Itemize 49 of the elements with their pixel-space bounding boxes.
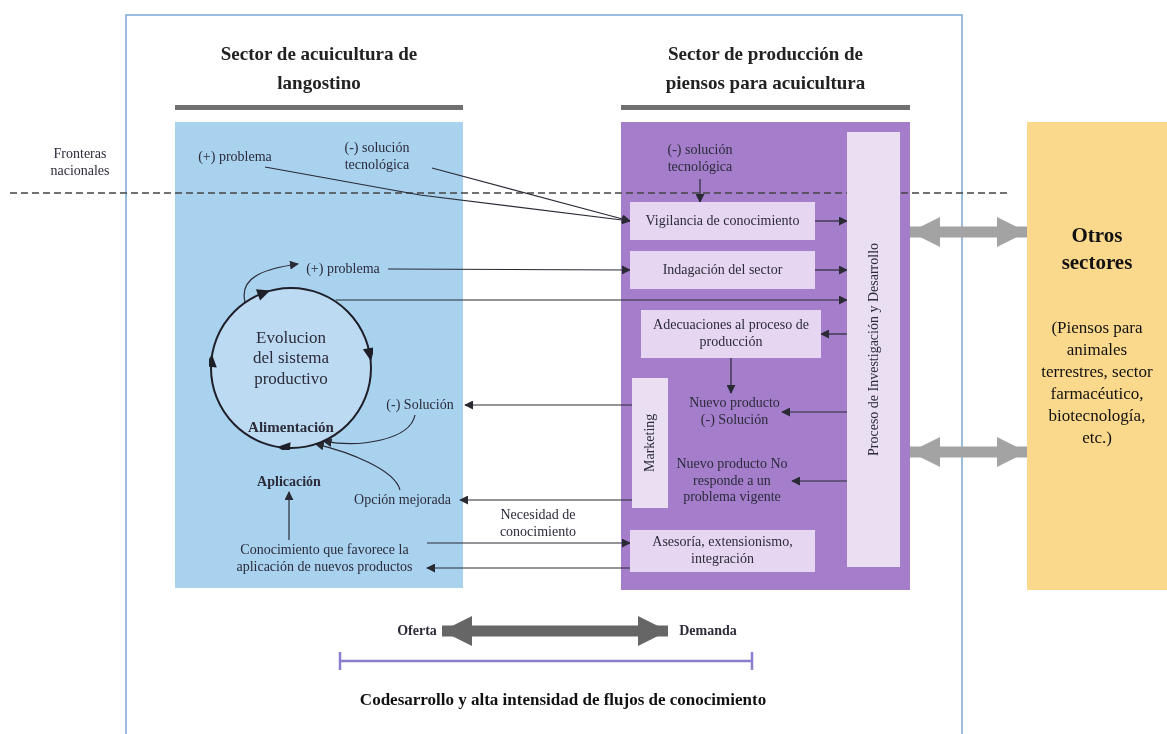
arrow <box>814 265 848 275</box>
footer-caption: Codesarrollo y alta intensidad de flujos de conocimiento <box>358 690 768 711</box>
sector-box <box>1027 122 1167 590</box>
double-arrow <box>910 217 1027 247</box>
flow-text: Nuevo producto No responde a un problema vigente <box>672 452 792 510</box>
column-heading: Sector de acuicultura de langostino <box>219 42 419 95</box>
circle-label: Alimentación <box>247 419 335 436</box>
arrow <box>791 476 848 486</box>
arrow <box>814 216 848 226</box>
flow-text: Aplicación <box>250 472 328 492</box>
arrow <box>426 538 631 548</box>
arrow <box>431 167 631 224</box>
flow-text: (-) solución tecnológica <box>322 137 432 176</box>
arrow <box>314 441 401 491</box>
sector-description: (Piensos para animales terrestres, sector farmacéutico, biotecnología, etc.) <box>1040 317 1154 450</box>
process-box: Indagación del sector <box>630 251 815 289</box>
flow-text: Conocimiento que favorece la aplicación de nuevos productos <box>222 540 427 578</box>
arrow <box>695 178 705 203</box>
process-box: Marketing <box>632 378 668 508</box>
arrow <box>459 495 633 505</box>
double-arrow <box>442 616 668 646</box>
column-heading: Sector de producción de piensos para acuicultura <box>664 42 867 95</box>
arrow <box>322 414 416 447</box>
flow-text: (-) Solución <box>375 395 465 415</box>
arrow <box>781 407 848 417</box>
process-box: Proceso de Investigación y Desarrollo <box>847 132 900 567</box>
arrow <box>243 260 299 304</box>
flow-text: Opción mejorada <box>345 490 460 510</box>
flow-text: (+) problema <box>298 258 388 280</box>
arrow <box>464 400 633 410</box>
process-box: Vigilancia de conocimiento <box>630 202 815 240</box>
process-box: Adecuaciones al proceso de producción <box>641 310 821 358</box>
flow-text: (-) solución tecnológica <box>650 139 750 179</box>
flow-text: Demanda <box>668 621 748 641</box>
process-box: Asesoría, extensionismo, integración <box>630 530 815 572</box>
arrow <box>335 295 848 305</box>
arrow <box>264 166 631 225</box>
flow-text: Oferta <box>392 621 442 641</box>
arrow <box>284 491 294 541</box>
arrow <box>387 265 631 275</box>
double-arrow <box>910 437 1027 467</box>
sector-title: Otros sectores <box>1060 222 1134 277</box>
arrow <box>726 357 736 394</box>
flow-text: Nuevo producto (-) Solución <box>687 393 782 431</box>
flow-text: (+) problema <box>190 147 280 167</box>
circle-text: Evolucion del sistema productivo <box>252 328 330 390</box>
arrow <box>820 329 848 339</box>
arrow <box>426 563 631 573</box>
boundary-label: Fronteras nacionales <box>49 146 111 180</box>
